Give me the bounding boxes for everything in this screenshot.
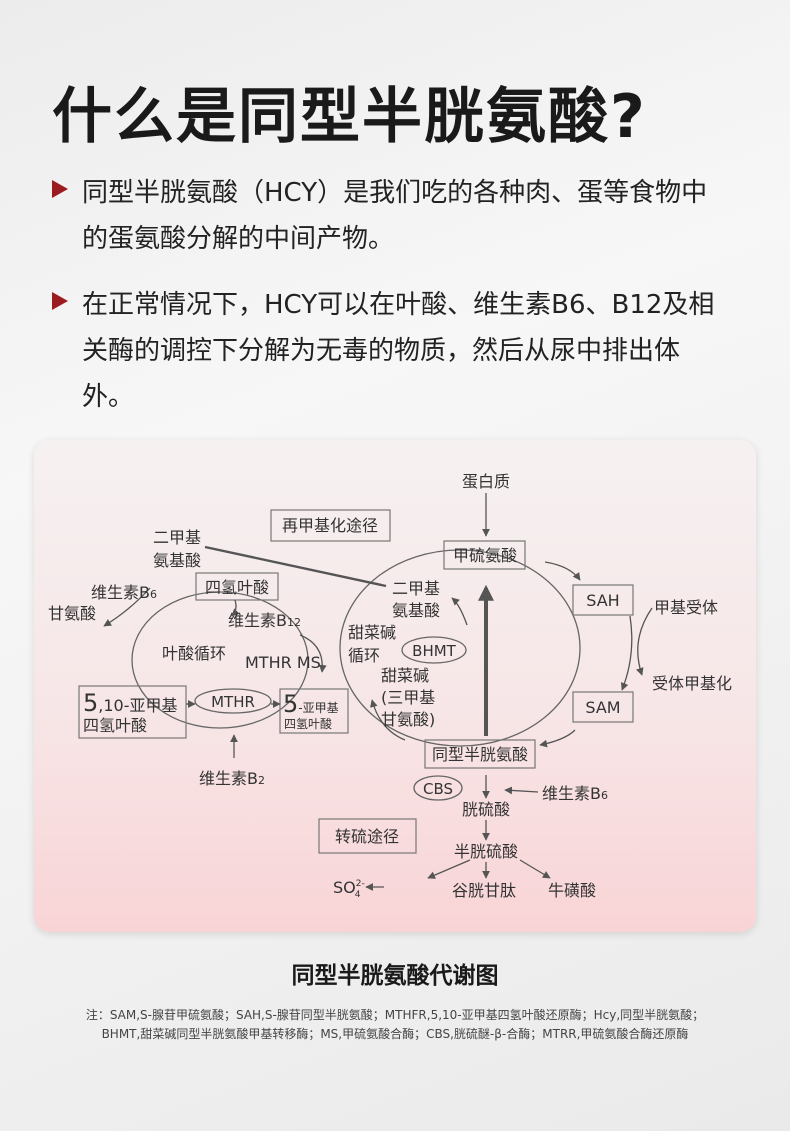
sah-box [572, 584, 634, 616]
mthr-ms-label: MTHR MS [245, 653, 321, 672]
thf-label: 四氢叶酸 [205, 578, 269, 597]
dmg-left-line1: 二甲基 [153, 528, 201, 547]
b6-to-cystathionine-arrow [504, 786, 539, 795]
arrow-to-homocysteine [539, 729, 576, 748]
bullet-item: 在正常情况下，HCY可以在叶酸、维生素B6、B12及相关酶的调控下分解为无毒的物… [52, 282, 752, 420]
thf-arrow [231, 599, 240, 617]
protein-label: 蛋白质 [462, 472, 510, 491]
sam-box [572, 691, 634, 723]
glycine-label: 甘氨酸 [48, 604, 96, 623]
transsulfuration-label: 转硫途径 [335, 827, 399, 846]
mthr-label: MTHR [211, 693, 255, 711]
footnote-line: BHMT,甜菜碱同型半胱氨酸甲基转移酶；MS,甲硫氨酸合酶；CBS,胱硫醚-β-… [101, 1027, 689, 1041]
folate-cycle-ring [131, 591, 309, 729]
mthf-line1: 5,10-亚甲基 [83, 689, 178, 717]
vitb6-left-label: 维生素B6 [91, 583, 157, 602]
vitb2-label: 维生素B2 [199, 769, 265, 788]
glutathione-label: 谷胱甘肽 [452, 881, 516, 900]
bhmt-oval [401, 636, 467, 664]
taurine-label: 牛磺酸 [548, 881, 596, 900]
transsulfuration-box [318, 818, 417, 854]
cysteine-to-sulfate-arrow [427, 859, 471, 879]
betaine-line2: (三甲基 [381, 688, 435, 707]
arrow-to-glycine [103, 587, 151, 627]
homocysteine-box [424, 739, 536, 769]
betaine-cycle-line2: 循环 [348, 646, 380, 665]
triangle-bullet-icon [52, 292, 68, 310]
dmg-link-line [204, 545, 387, 588]
bullet-item: 同型半胱氨酸（HCY）是我们吃的各种肉、蛋等食物中的蛋氨酸分解的中间产物。 [52, 170, 752, 262]
bullet-text: 在正常情况下，HCY可以在叶酸、维生素B6、B12及相关酶的调控下分解为无毒的物… [82, 290, 715, 412]
acceptor-methylated-label: 受体甲基化 [652, 674, 732, 693]
methyl-acceptor-label: 甲基受体 [654, 598, 718, 617]
dmg-center-line1: 二甲基 [392, 579, 440, 598]
footnote-line: 注：SAM,S-腺苷甲硫氨酸；SAH,S-腺苷同型半胱氨酸；MTHFR,5,10… [85, 1008, 705, 1022]
page-title: 什么是同型半胱氨酸? [52, 82, 647, 152]
dmg-left-line2: 氨基酸 [153, 551, 201, 570]
arrow-sah-to-sam [620, 615, 633, 691]
dmg-center-line2: 氨基酸 [392, 601, 440, 620]
mthf5-line2: 四氢叶酸 [284, 716, 332, 731]
remethylation-box [270, 509, 391, 542]
sah-label: SAH [586, 591, 619, 610]
methionine-cycle-ring [339, 549, 581, 747]
thf-box [195, 572, 279, 601]
sulfate-label: SO2-4 [333, 878, 365, 900]
mthf5-line1: 5-亚甲基 [283, 690, 339, 718]
cysteine-label: 半胱硫酸 [454, 842, 518, 861]
mthf-box [78, 685, 187, 739]
sam-label: SAM [585, 698, 620, 717]
homocysteine-label: 同型半胱氨酸 [432, 745, 528, 764]
bhmt-to-methionine-arrow [451, 597, 468, 626]
methyl-acceptor-arrow [636, 607, 653, 676]
bhmt-label: BHMT [412, 642, 457, 660]
betaine-line1: 甜菜碱 [381, 666, 429, 685]
vitb12-label: 维生素B12 [228, 611, 301, 630]
folate-cycle-label: 叶酸循环 [162, 644, 226, 663]
mthf-line2: 四氢叶酸 [83, 716, 147, 735]
remethylation-label: 再甲基化途径 [282, 516, 378, 535]
arrow-to-sah [544, 561, 581, 581]
cysteine-to-taurine-arrow [519, 859, 551, 879]
mthf5-box [279, 688, 349, 734]
vitb6-right-label: 维生素B6 [542, 784, 608, 803]
bullet-text: 同型半胱氨酸（HCY）是我们吃的各种肉、蛋等食物中的蛋氨酸分解的中间产物。 [82, 178, 708, 254]
b12-loop-arrow [299, 634, 327, 673]
betaine-line3: 甘氨酸) [381, 710, 435, 729]
methionine-label: 甲硫氨酸 [453, 546, 517, 565]
cbs-oval [413, 775, 463, 801]
diagram-caption: 同型半胱氨酸代谢图 [291, 963, 499, 989]
methionine-box [443, 540, 526, 570]
triangle-bullet-icon [52, 180, 68, 198]
left-cycle-arrow [370, 699, 406, 741]
cbs-label: CBS [423, 780, 453, 798]
betaine-cycle-line1: 甜菜碱 [348, 623, 396, 642]
cystathionine-label: 胱硫酸 [462, 800, 510, 819]
